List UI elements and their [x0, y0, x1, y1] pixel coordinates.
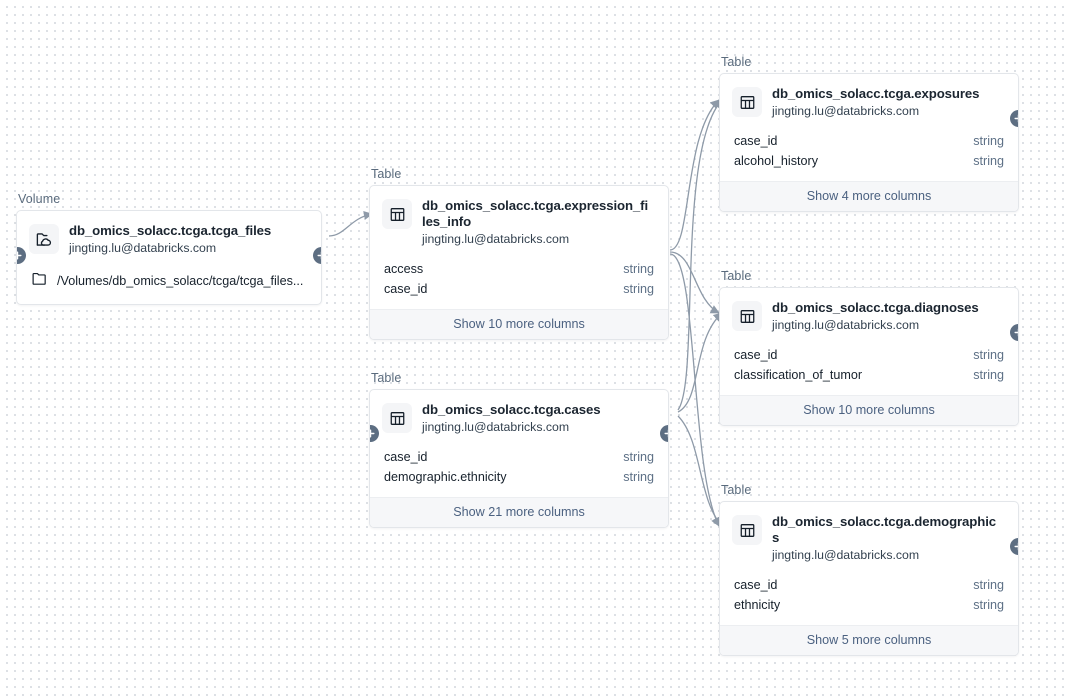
table-icon: [732, 515, 762, 545]
column-type: string: [623, 282, 654, 296]
edge-cases-to-diagnoses: [677, 312, 723, 413]
node-card[interactable]: db_omics_solacc.tcga.tcga_files jingting…: [16, 210, 322, 305]
edge-expression-to-exposures: [669, 99, 720, 251]
column-list: case_id string classification_of_tumor s…: [720, 343, 1018, 395]
column-type: string: [973, 134, 1004, 148]
column-type: string: [973, 598, 1004, 612]
table-row[interactable]: alcohol_history string: [734, 151, 1004, 171]
column-name: case_id: [384, 450, 428, 464]
column-type: string: [973, 348, 1004, 362]
column-name: ethnicity: [734, 598, 781, 612]
folder-icon: [31, 270, 48, 292]
column-name: case_id: [734, 578, 778, 592]
edge-volume-to-expression: [328, 210, 373, 237]
edge-expression-to-demographics: [669, 253, 720, 527]
column-name: case_id: [734, 134, 778, 148]
column-name: alcohol_history: [734, 154, 819, 168]
node-card[interactable]: db_omics_solacc.tcga.demographics jingti…: [719, 501, 1019, 656]
node-demographics[interactable]: Table db_omics_solacc.tcga.demographics …: [719, 483, 1019, 656]
node-kind-label: Table: [721, 269, 752, 283]
node-header: db_omics_solacc.tcga.demographics jingti…: [720, 502, 1018, 573]
edge-cases-to-demographics: [677, 415, 723, 527]
column-type: string: [623, 262, 654, 276]
node-header: db_omics_solacc.tcga.diagnoses jingting.…: [720, 288, 1018, 343]
table-row[interactable]: case_id string: [384, 279, 654, 299]
column-name: classification_of_tumor: [734, 368, 863, 382]
node-kind-label: Table: [371, 371, 402, 385]
node-title: db_omics_solacc.tcga.diagnoses: [772, 300, 979, 315]
node-title: db_omics_solacc.tcga.cases: [422, 402, 601, 417]
node-card[interactable]: db_omics_solacc.tcga.cases jingting.lu@d…: [369, 389, 669, 528]
node-title: db_omics_solacc.tcga.demographics: [772, 514, 996, 545]
column-name: case_id: [384, 282, 428, 296]
node-kind-label: Table: [721, 483, 752, 497]
node-expression-files-info[interactable]: Table db_omics_solacc.tcga.expression_fi…: [369, 167, 669, 340]
column-type: string: [623, 450, 654, 464]
node-title: db_omics_solacc.tcga.exposures: [772, 86, 980, 101]
column-type: string: [623, 470, 654, 484]
node-tcga-files[interactable]: Volume db_omics_solacc.tcga.tcga_files j…: [16, 192, 322, 305]
port-right-cases[interactable]: [659, 425, 668, 442]
node-cases[interactable]: Table db_omics_solacc.tcga.cases jingtin…: [369, 371, 669, 528]
table-icon: [382, 403, 412, 433]
port-left-cases[interactable]: [370, 425, 379, 442]
column-name: access: [384, 262, 424, 276]
node-title: db_omics_solacc.tcga.expression_files_in…: [422, 198, 649, 229]
table-row[interactable]: classification_of_tumor string: [734, 365, 1004, 385]
node-header: db_omics_solacc.tcga.exposures jingting.…: [720, 74, 1018, 129]
node-title: db_omics_solacc.tcga.tcga_files: [69, 223, 272, 238]
table-row[interactable]: ethnicity string: [734, 595, 1004, 615]
node-owner: jingting.lu@databricks.com: [422, 420, 570, 434]
node-header: db_omics_solacc.tcga.cases jingting.lu@d…: [370, 390, 668, 445]
volume-path-row[interactable]: /Volumes/db_omics_solacc/tcga/tcga_files…: [17, 266, 321, 304]
port-right-exposures[interactable]: [1009, 110, 1018, 127]
node-kind-label: Table: [721, 55, 752, 69]
column-list: case_id string ethnicity string: [720, 573, 1018, 625]
table-row[interactable]: case_id string: [384, 447, 654, 467]
table-row[interactable]: case_id string: [734, 345, 1004, 365]
port-right-demographics[interactable]: [1009, 538, 1018, 555]
node-card[interactable]: db_omics_solacc.tcga.exposures jingting.…: [719, 73, 1019, 212]
table-icon: [732, 87, 762, 117]
node-card[interactable]: db_omics_solacc.tcga.expression_files_in…: [369, 185, 669, 340]
node-exposures[interactable]: Table db_omics_solacc.tcga.exposures jin…: [719, 55, 1019, 212]
volume-path-text: /Volumes/db_omics_solacc/tcga/tcga_files…: [57, 274, 304, 288]
edge-cases-to-exposures: [677, 99, 723, 411]
node-kind-label: Table: [371, 167, 402, 181]
show-more-columns-button[interactable]: Show 5 more columns: [720, 625, 1018, 655]
port-right-tcga-files[interactable]: [312, 247, 321, 264]
port-left-tcga-files[interactable]: [17, 247, 26, 264]
table-icon: [382, 199, 412, 229]
column-list: access string case_id string: [370, 257, 668, 309]
node-owner: jingting.lu@databricks.com: [772, 548, 920, 562]
node-owner: jingting.lu@databricks.com: [772, 104, 920, 118]
show-more-columns-button[interactable]: Show 10 more columns: [720, 395, 1018, 425]
table-row[interactable]: case_id string: [734, 575, 1004, 595]
column-type: string: [973, 368, 1004, 382]
table-icon: [732, 301, 762, 331]
column-list: case_id string demographic.ethnicity str…: [370, 445, 668, 497]
column-list: case_id string alcohol_history string: [720, 129, 1018, 181]
table-row[interactable]: access string: [384, 259, 654, 279]
table-row[interactable]: case_id string: [734, 131, 1004, 151]
node-owner: jingting.lu@databricks.com: [69, 241, 217, 255]
show-more-columns-button[interactable]: Show 10 more columns: [370, 309, 668, 339]
table-row[interactable]: demographic.ethnicity string: [384, 467, 654, 487]
column-type: string: [973, 154, 1004, 168]
node-owner: jingting.lu@databricks.com: [772, 318, 920, 332]
show-more-columns-button[interactable]: Show 21 more columns: [370, 497, 668, 527]
edge-expression-to-diagnoses: [669, 251, 720, 314]
show-more-columns-button[interactable]: Show 4 more columns: [720, 181, 1018, 211]
volume-folder-cloud-icon: [29, 224, 59, 254]
node-header: db_omics_solacc.tcga.tcga_files jingting…: [17, 211, 321, 266]
column-name: case_id: [734, 348, 778, 362]
port-right-diagnoses[interactable]: [1009, 324, 1018, 341]
node-diagnoses[interactable]: Table db_omics_solacc.tcga.diagnoses jin…: [719, 269, 1019, 426]
node-kind-label: Volume: [18, 192, 61, 206]
node-header: db_omics_solacc.tcga.expression_files_in…: [370, 186, 668, 257]
node-card[interactable]: db_omics_solacc.tcga.diagnoses jingting.…: [719, 287, 1019, 426]
node-owner: jingting.lu@databricks.com: [422, 232, 570, 246]
column-name: demographic.ethnicity: [384, 470, 507, 484]
column-type: string: [973, 578, 1004, 592]
